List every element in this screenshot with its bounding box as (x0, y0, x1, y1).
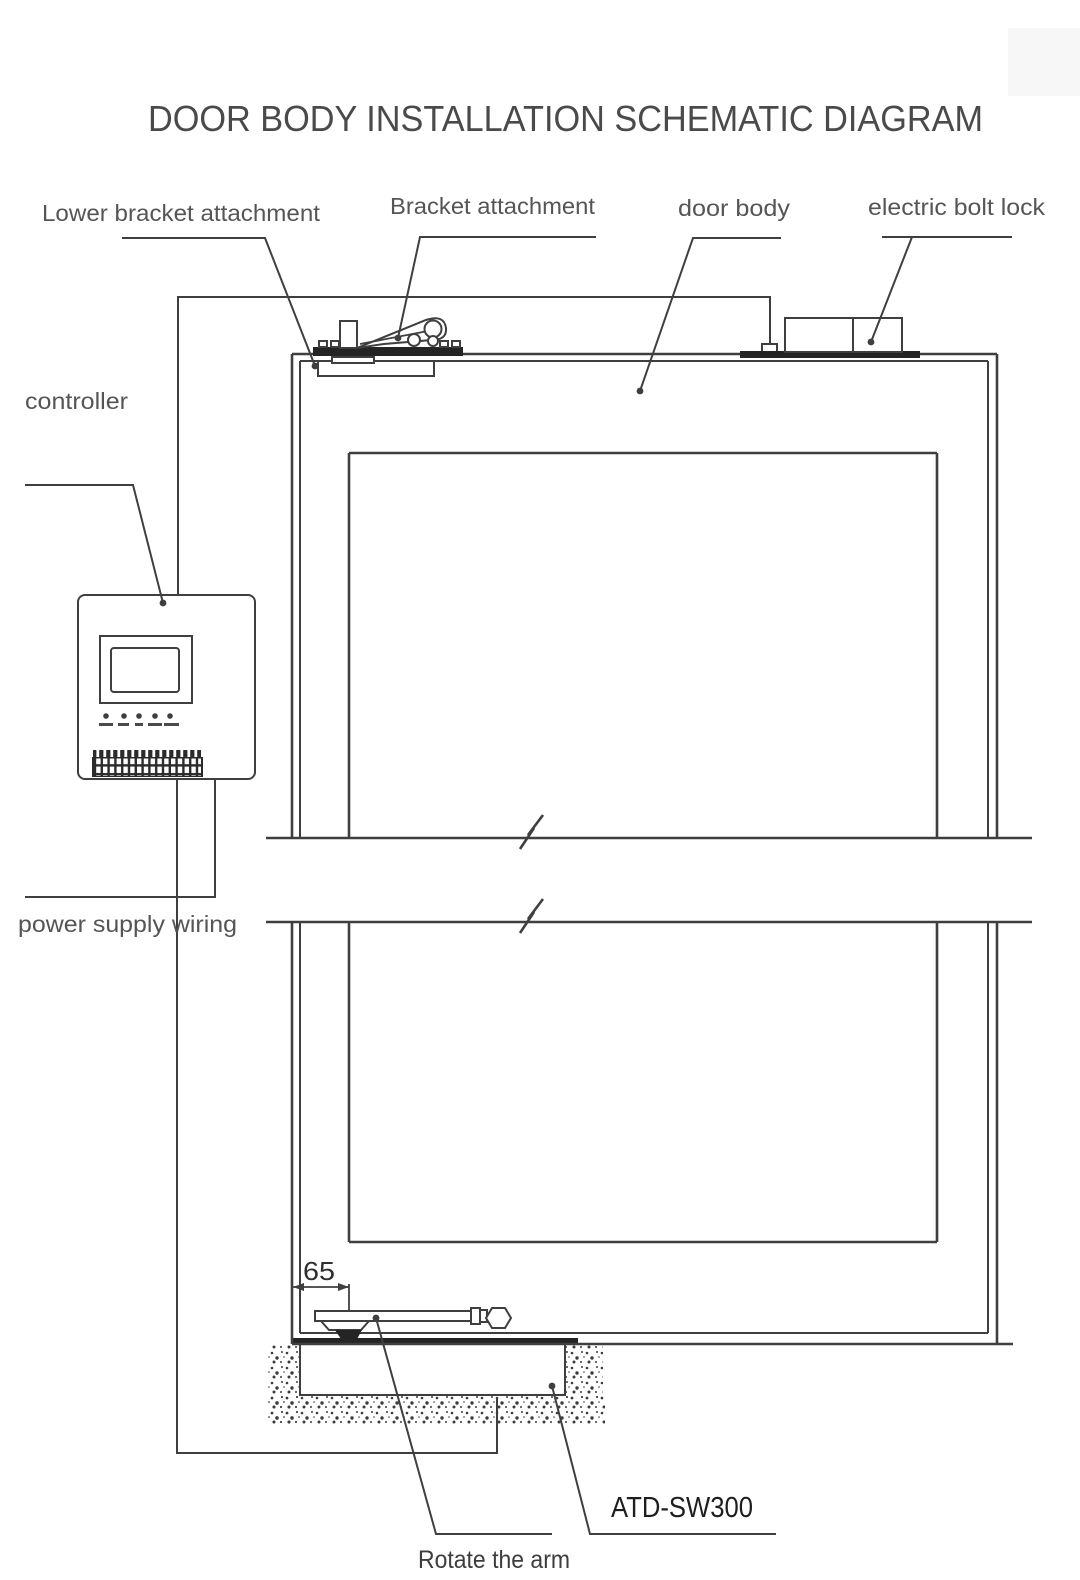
label-door-body: door body (678, 195, 791, 221)
leader-model (551, 1385, 776, 1535)
terminal-screws (93, 750, 201, 758)
lock-mounting-plate (740, 351, 920, 358)
wire-controller-to-operator (176, 778, 498, 1454)
break-line-upper (266, 814, 1032, 850)
dimension-arrow-right (338, 1283, 349, 1291)
leader-lower-bracket (122, 237, 316, 367)
label-bracket-attachment: Bracket attachment (390, 193, 596, 219)
label-rotate-the-arm: Rotate the arm (418, 1546, 570, 1574)
bracket-post (339, 320, 358, 349)
electric-bolt-lock-assembly (740, 317, 920, 358)
bracket-nut (427, 335, 439, 347)
bracket-roller (407, 333, 421, 347)
break-zigzag-lower (518, 898, 545, 934)
led-caption-mark (135, 723, 143, 726)
operator-housing (299, 1341, 566, 1396)
wire-controller-to-lock (177, 296, 771, 596)
leader-dot-controller (159, 599, 167, 607)
controller-led-row (99, 713, 179, 726)
led-caption-mark (148, 723, 162, 726)
leader-dot-lower-bracket (311, 362, 319, 370)
led-caption-mark (99, 723, 113, 726)
leader-dot-bracket (394, 334, 402, 342)
leader-bracket (397, 236, 596, 339)
bracket-pivot (423, 319, 443, 339)
dimension-65-value: 65 (303, 1256, 335, 1286)
leader-electric-bolt-lock (870, 236, 1012, 343)
bracket-screw (330, 340, 340, 348)
leader-door-body (639, 237, 781, 392)
leader-rotate-arm (375, 1317, 552, 1535)
lower-bracket-plate (317, 360, 435, 377)
door-inner-panel (347, 451, 939, 1244)
controller-box (77, 594, 256, 780)
callout-leaders (25, 236, 1012, 1535)
floor-sill-plate (293, 1338, 578, 1345)
label-electric-bolt-lock: electric bolt lock (868, 194, 1046, 220)
lower-bracket-step (331, 356, 375, 364)
bracket-assembly (313, 317, 463, 377)
bracket-screw (318, 340, 328, 348)
door-frame (290, 352, 1013, 1346)
leader-dot-rotate-arm (372, 1314, 380, 1322)
arm-hub-plate (318, 1320, 372, 1331)
background-artifact (1008, 28, 1080, 96)
label-controller: controller (25, 388, 128, 414)
leader-dot-model (548, 1382, 556, 1390)
arm-bar (314, 1310, 479, 1322)
dimension-65: 65 (293, 1256, 350, 1311)
ground-hatch (268, 1345, 605, 1425)
leader-controller (25, 484, 164, 604)
rotate-arm-assembly (314, 1307, 513, 1339)
label-lower-bracket-attachment: Lower bracket attachment (42, 200, 321, 226)
floor-operator-box (293, 1338, 578, 1396)
bracket-base-plate (313, 347, 463, 356)
arm-hub-base (335, 1330, 362, 1339)
wiring (25, 296, 778, 1454)
label-model-name: ATD-SW300 (611, 1492, 753, 1524)
leader-dot-door-body (636, 387, 644, 395)
break-zigzag-upper (518, 814, 545, 850)
leader-dot-electric-bolt-lock (867, 338, 875, 346)
wire-power-supply (25, 778, 216, 898)
led-indicator (121, 713, 127, 719)
led-caption-mark (164, 723, 179, 726)
break-line-lower (266, 898, 1032, 934)
led-indicator (136, 713, 142, 719)
arm-end-spacer (479, 1309, 488, 1323)
led-caption-mark (118, 723, 129, 726)
arm-end-coupler (470, 1307, 481, 1325)
bracket-arm-edge (359, 330, 429, 345)
led-indicator (167, 713, 173, 719)
controller-display-screen (110, 647, 180, 693)
terminal-grid (94, 758, 201, 776)
page-title: DOOR BODY INSTALLATION SCHEMATIC DIAGRAM (148, 98, 983, 139)
ground-hatch-right (565, 1345, 603, 1400)
controller-terminal-strip (92, 750, 203, 777)
led-indicator (103, 713, 109, 719)
led-indicator (152, 713, 158, 719)
label-power-supply-wiring: power supply wiring (18, 911, 237, 937)
lock-body (784, 317, 903, 353)
dimension-arrow-left (293, 1283, 304, 1291)
bracket-screw (439, 340, 449, 348)
ground-hatch-bottom (268, 1396, 605, 1424)
arm-hex-bolt (484, 1307, 513, 1329)
bracket-screw (451, 340, 461, 348)
